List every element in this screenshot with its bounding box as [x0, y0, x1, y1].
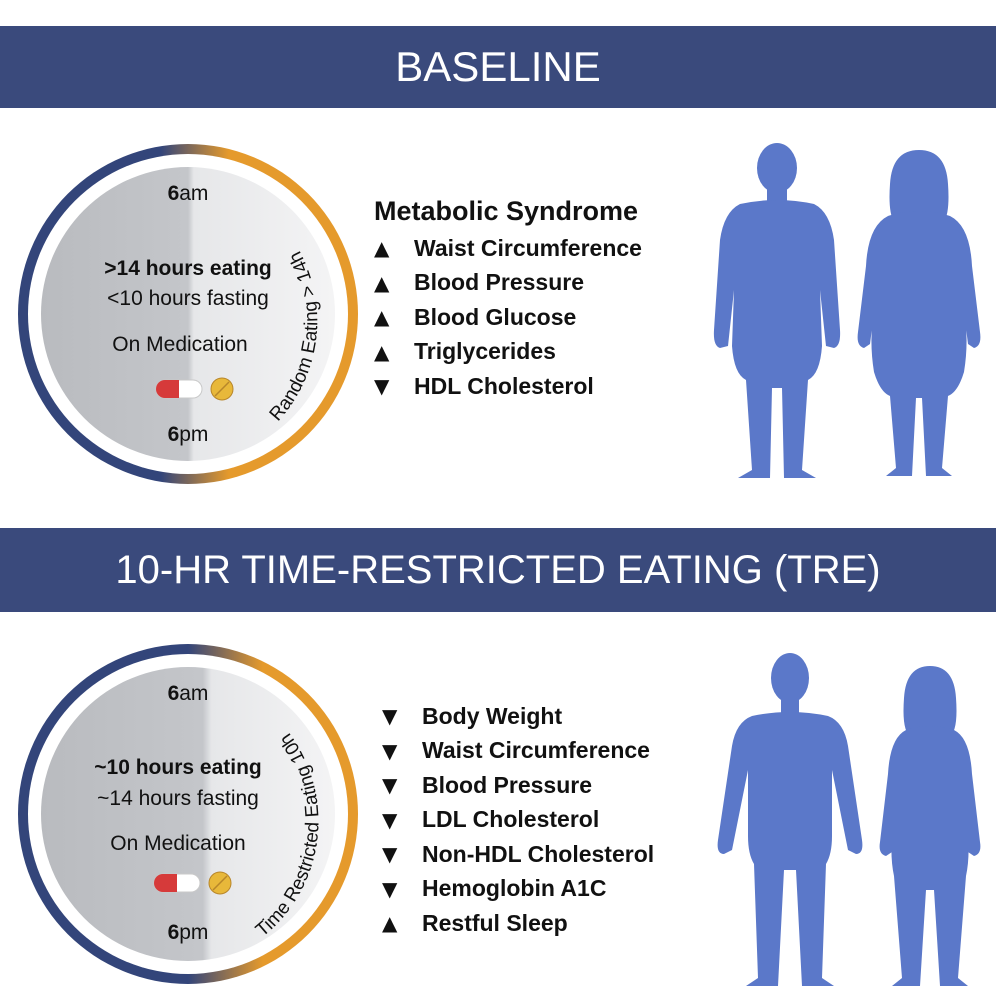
tre-clock-graphic: Time Restricted Eating 10h	[18, 644, 358, 984]
metabolic-syndrome-title: Metabolic Syndrome	[374, 196, 639, 226]
tre-clock: Time Restricted Eating 10h 6am ~10 hours…	[18, 644, 358, 984]
baseline-metrics-panel: Metabolic Syndrome ▲Waist Circumference …	[374, 196, 642, 404]
baseline-banner-title: BASELINE	[395, 43, 601, 90]
baseline-6pm-label: 6pm	[167, 423, 209, 446]
tablet-icon	[208, 871, 232, 895]
down-arrow-icon: ▼	[382, 704, 398, 729]
down-arrow-icon: ▼	[382, 738, 398, 763]
tre-6am-label: 6am	[167, 682, 209, 705]
metric-label: Body Weight	[422, 702, 563, 729]
woman-silhouette-icon	[857, 150, 981, 476]
metric-item: ▼ LDL Cholesterol	[382, 803, 654, 838]
metric-item: ▲ Blood Glucose	[374, 300, 642, 335]
metric-label: Blood Pressure	[414, 269, 584, 296]
up-arrow-icon: ▲	[382, 911, 398, 936]
metric-item: ▲ Restful Sleep	[382, 906, 654, 941]
metric-label: Waist Circumference	[414, 234, 642, 261]
metric-label: Triglycerides	[414, 338, 556, 365]
metric-label: HDL Cholesterol	[414, 372, 594, 399]
metric-label: Waist Circumference	[422, 737, 650, 764]
up-arrow-icon: ▲	[374, 236, 390, 261]
up-arrow-icon: ▲	[374, 305, 390, 330]
baseline-fasting-label: <10 hours fasting	[107, 287, 269, 310]
down-arrow-icon: ▼	[382, 773, 398, 798]
tre-metrics-panel: ▼ Body Weight ▼ Waist Circumference ▼ Blood…	[382, 699, 654, 941]
tre-medication-label: On Medication	[110, 832, 246, 855]
man-silhouette-icon	[717, 653, 863, 986]
metric-label: Non-HDL Cholesterol	[422, 840, 655, 867]
baseline-medication-label: On Medication	[112, 333, 248, 356]
tre-banner-title: 10-HR TIME-RESTRICTED EATING (TRE)	[115, 547, 881, 592]
baseline-eating-label: >14 hours eating	[104, 257, 272, 280]
tablet-icon	[210, 377, 234, 401]
baseline-6am-label: 6am	[167, 182, 209, 205]
down-arrow-icon: ▼	[382, 807, 398, 832]
metric-label: Blood Pressure	[422, 771, 592, 798]
up-arrow-icon: ▲	[374, 339, 390, 364]
tre-6pm-label: 6pm	[167, 921, 209, 944]
capsule-icon	[153, 873, 201, 893]
metric-item: ▲ Triglycerides	[374, 335, 642, 370]
baseline-clock: Random Eating > 14h 6am >14 hours eating…	[18, 144, 358, 484]
tre-banner: 10-HR TIME-RESTRICTED EATING (TRE)	[0, 528, 996, 612]
metric-item: ▲ Waist Circumference	[374, 231, 642, 266]
metric-item: ▼ HDL Cholesterol	[374, 369, 642, 404]
metric-label: Hemoglobin A1C	[422, 875, 607, 902]
tre-eating-label: ~10 hours eating	[94, 756, 262, 779]
metric-item: ▼ Body Weight	[382, 699, 654, 734]
up-arrow-icon: ▲	[374, 270, 390, 295]
metric-item: ▼ Waist Circumference	[382, 734, 654, 769]
tre-fasting-label: ~14 hours fasting	[97, 787, 259, 810]
metric-item: ▲ Blood Pressure	[374, 266, 642, 301]
woman-silhouette-icon	[879, 666, 981, 986]
metric-label: LDL Cholesterol	[422, 806, 600, 833]
baseline-clock-graphic: Random Eating > 14h	[18, 144, 358, 484]
capsule-icon	[155, 379, 203, 399]
baseline-banner: BASELINE	[0, 26, 996, 108]
metric-item: ▼ Blood Pressure	[382, 768, 654, 803]
down-arrow-icon: ▼	[382, 876, 398, 901]
metric-item: ▼ Non-HDL Cholesterol	[382, 837, 654, 872]
down-arrow-icon: ▼	[382, 842, 398, 867]
man-silhouette-icon	[713, 143, 841, 478]
metric-item: ▼ Hemoglobin A1C	[382, 872, 654, 907]
metric-label: Restful Sleep	[422, 909, 568, 936]
down-arrow-icon: ▼	[374, 374, 390, 399]
metric-label: Blood Glucose	[414, 303, 577, 330]
